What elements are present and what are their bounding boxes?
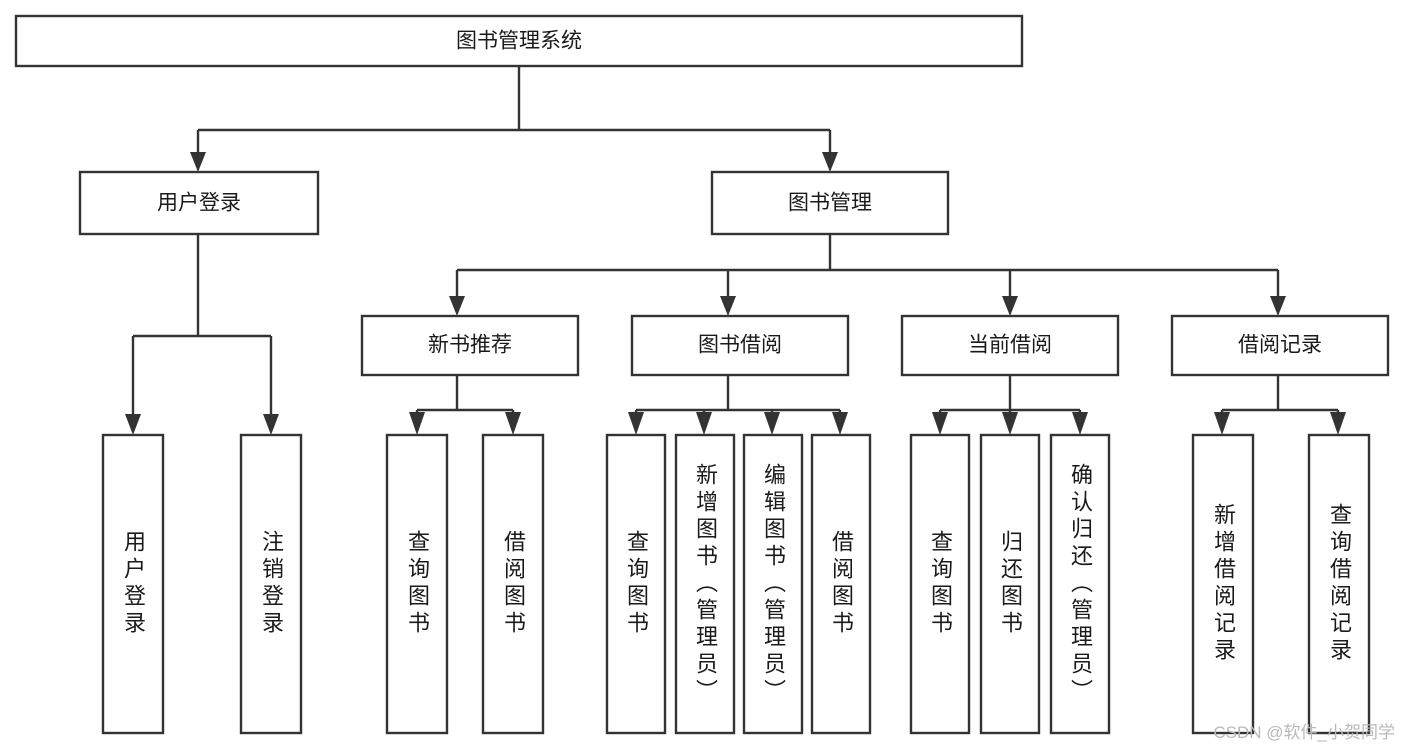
arrow-user-login: [190, 152, 206, 172]
node-borrow-record-label: 借阅记录: [1238, 334, 1322, 357]
node-leaf-borrow-book-1[interactable]: 借阅图书: [481, 433, 545, 735]
arrow-leaf-borrow-book-1: [505, 412, 521, 435]
node-leaf-query-book-2[interactable]: 查询图书: [605, 433, 667, 735]
node-new-book-recommend[interactable]: 新书推荐: [360, 314, 580, 377]
node-leaf-borrow-book-2-label: 借阅图书: [829, 530, 854, 638]
node-book-borrow-label: 图书借阅: [698, 334, 782, 357]
node-leaf-query-book-1[interactable]: 查询图书: [385, 433, 449, 735]
node-leaf-query-book-1-label: 查询图书: [405, 530, 430, 638]
node-leaf-query-record[interactable]: 查询借阅记录: [1307, 433, 1371, 735]
arrow-leaf-confirm-return: [1072, 412, 1088, 435]
node-leaf-borrow-book-2-box[interactable]: [810, 433, 872, 735]
node-book-management[interactable]: 图书管理: [710, 170, 950, 236]
node-leaf-borrow-book-1-label: 借阅图书: [501, 530, 526, 638]
node-leaf-add-record[interactable]: 新增借阅记录: [1191, 433, 1255, 735]
node-leaf-confirm-return-label: 确认归还（管理员）: [1068, 462, 1093, 706]
node-leaf-return-book-label: 归还图书: [998, 530, 1023, 638]
arrow-leaf-return-book: [1002, 412, 1018, 435]
node-leaf-edit-book-label: 编辑图书（管理员）: [761, 462, 786, 706]
node-leaf-query-book-1-box[interactable]: [385, 433, 449, 735]
arrow-leaf-user-login: [125, 414, 141, 435]
node-leaf-query-book-2-label: 查询图书: [624, 530, 649, 638]
node-root[interactable]: 图书管理系统: [14, 14, 1024, 68]
node-book-borrow-box[interactable]: [630, 314, 850, 377]
arrow-leaf-query-record: [1330, 412, 1346, 435]
arrow-leaf-edit-book: [764, 412, 780, 435]
arrow-leaf-query-book-3: [932, 412, 948, 435]
arrow-current-borrow: [1002, 296, 1018, 316]
arrow-borrow-record: [1270, 296, 1286, 316]
node-user-login[interactable]: 用户登录: [78, 170, 320, 236]
node-leaf-query-book-3-label: 查询图书: [928, 530, 953, 638]
node-borrow-record-box[interactable]: [1170, 314, 1390, 377]
arrow-leaf-add-book: [696, 412, 712, 435]
node-leaf-borrow-book-1-box[interactable]: [481, 433, 545, 735]
node-book-management-box[interactable]: [710, 170, 950, 236]
node-leaf-user-login-label: 用户登录: [121, 530, 146, 638]
node-leaf-confirm-return-box[interactable]: [1049, 433, 1111, 735]
node-leaf-user-login[interactable]: 用户登录: [101, 433, 165, 735]
node-leaf-logout[interactable]: 注销登录: [239, 433, 303, 735]
csdn-watermark: CSDN @软件_小贺同学: [1213, 723, 1395, 742]
edges-layer: [125, 66, 1346, 435]
node-leaf-query-book-3[interactable]: 查询图书: [909, 433, 971, 735]
node-leaf-edit-book-box[interactable]: [742, 433, 804, 735]
arrow-book-management: [822, 152, 838, 172]
node-book-management-label: 图书管理: [788, 192, 872, 215]
node-leaf-add-record-label: 新增借阅记录: [1211, 503, 1236, 665]
node-leaf-return-book-box[interactable]: [979, 433, 1041, 735]
arrow-new-book-recommend: [449, 296, 465, 316]
node-user-login-box[interactable]: [78, 170, 320, 236]
node-leaf-confirm-return[interactable]: 确认归还（管理员）: [1049, 433, 1111, 735]
arrow-leaf-borrow-book-2: [832, 412, 848, 435]
node-new-book-recommend-box[interactable]: [360, 314, 580, 377]
node-leaf-return-book[interactable]: 归还图书: [979, 433, 1041, 735]
node-borrow-record[interactable]: 借阅记录: [1170, 314, 1390, 377]
node-current-borrow[interactable]: 当前借阅: [900, 314, 1120, 377]
node-current-borrow-box[interactable]: [900, 314, 1120, 377]
node-leaf-logout-label: 注销登录: [259, 530, 284, 638]
node-leaf-add-record-box[interactable]: [1191, 433, 1255, 735]
node-leaf-edit-book[interactable]: 编辑图书（管理员）: [742, 433, 804, 735]
node-root-label: 图书管理系统: [456, 30, 582, 53]
arrow-leaf-logout: [263, 414, 279, 435]
node-leaf-query-record-box[interactable]: [1307, 433, 1371, 735]
node-new-book-recommend-label: 新书推荐: [428, 334, 512, 357]
node-leaf-query-record-label: 查询借阅记录: [1327, 503, 1352, 665]
node-leaf-logout-box[interactable]: [239, 433, 303, 735]
arrow-leaf-query-book-1: [409, 412, 425, 435]
arrow-leaf-query-book-2: [628, 412, 644, 435]
node-leaf-add-book-label: 新增图书（管理员）: [693, 462, 718, 706]
node-leaf-query-book-3-box[interactable]: [909, 433, 971, 735]
node-leaf-user-login-box[interactable]: [101, 433, 165, 735]
node-leaf-query-book-2-box[interactable]: [605, 433, 667, 735]
node-leaf-add-book-box[interactable]: [674, 433, 736, 735]
node-user-login-label: 用户登录: [157, 192, 241, 215]
node-current-borrow-label: 当前借阅: [968, 334, 1052, 357]
node-root-box[interactable]: [14, 14, 1024, 68]
arrow-leaf-add-record: [1214, 412, 1230, 435]
node-leaf-add-book[interactable]: 新增图书（管理员）: [674, 433, 736, 735]
node-leaf-borrow-book-2[interactable]: 借阅图书: [810, 433, 872, 735]
node-book-borrow[interactable]: 图书借阅: [630, 314, 850, 377]
arrow-book-borrow: [720, 296, 736, 316]
